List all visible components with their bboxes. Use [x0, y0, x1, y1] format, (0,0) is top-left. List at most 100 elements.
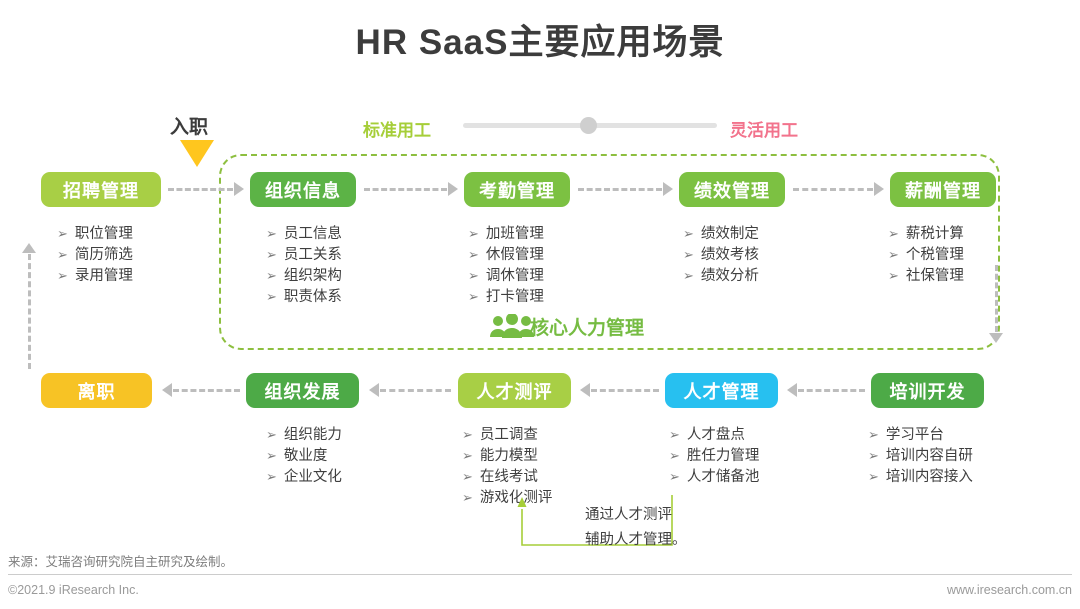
bullet-arrow-icon: ➢ — [468, 248, 479, 263]
list-item: ➢能力模型 — [462, 446, 552, 467]
connector-talent-to-assessment — [517, 495, 673, 546]
arrow-performance-to-payroll — [793, 182, 884, 196]
arrow-line — [798, 388, 865, 392]
bullet-arrow-icon: ➢ — [57, 248, 68, 263]
list-item: ➢ 个税管理 — [888, 245, 964, 266]
arrow-line — [578, 187, 662, 191]
bullet-arrow-icon: ➢ — [683, 248, 694, 263]
bullet-arrow-icon: ➢ — [683, 227, 694, 242]
module-org-development[interactable]: 组织发展 — [246, 373, 359, 408]
onboarding-label: 入职 — [170, 117, 209, 138]
module-title: 组织信息 — [265, 180, 341, 201]
module-org-info[interactable]: 组织信息 — [250, 172, 356, 207]
list-talent-items: ➢人才盘点➢胜任力管理➢人才储备池 — [669, 425, 759, 488]
module-title: 培训开发 — [889, 381, 966, 402]
list-item-label: 绩效考核 — [700, 247, 759, 263]
list-item-label: 人才储备池 — [686, 469, 760, 485]
list-assessment-items: ➢员工调查➢能力模型➢在线考试➢游戏化测评 — [462, 425, 552, 509]
module-title: 人才管理 — [683, 381, 760, 402]
list-item-label: 绩效制定 — [700, 226, 759, 242]
list-item-label: 调休管理 — [485, 268, 544, 284]
list-item-label: 绩效分析 — [700, 268, 759, 284]
list-training-items: ➢学习平台➢培训内容自研➢ 培训内容接入 — [868, 425, 973, 488]
arrow-training-to-talent — [787, 383, 865, 397]
module-attendance[interactable]: 考勤管理 — [464, 172, 570, 207]
arrow-resignation-to-recruit — [22, 243, 36, 369]
module-payroll[interactable]: 薪酬管理 — [890, 172, 996, 207]
page-title: HR SaaS主要应用场景 — [355, 23, 725, 62]
arrow-line — [27, 254, 31, 369]
list-item: ➢游戏化测评 — [462, 488, 552, 509]
list-item: ➢ 绩效制定 — [683, 224, 759, 245]
list-recruit-items: ➢职位管理➢简历筛选➢录用管理 — [57, 224, 133, 287]
list-item-label: 简历筛选 — [74, 247, 133, 263]
bullet-arrow-icon: ➢ — [266, 269, 277, 284]
employment-mode-slider-knob[interactable] — [580, 117, 597, 134]
list-item: ➢培训内容自研 — [868, 446, 973, 467]
list-item-label: 个税管理 — [905, 247, 964, 263]
list-item-label: 职责体系 — [283, 289, 342, 305]
arrow-head-left-icon — [580, 383, 590, 397]
module-talent-assessment[interactable]: 人才测评 — [458, 373, 571, 408]
arrow-orgdev-to-resignation — [162, 383, 240, 397]
list-item: ➢薪税计算 — [888, 224, 964, 245]
people-group-icon — [490, 314, 534, 338]
footer-divider — [8, 574, 1072, 575]
list-item-label: 培训内容接入 — [885, 469, 973, 485]
module-recruit-management[interactable]: 招聘管理 — [41, 172, 161, 207]
module-talent-management[interactable]: 人才管理 — [665, 373, 778, 408]
bullet-arrow-icon: ➢ — [868, 449, 879, 464]
bullet-arrow-icon: ➢ — [683, 269, 694, 284]
list-item-label: 职位管理 — [74, 226, 133, 242]
list-item-label: 胜任力管理 — [686, 448, 760, 464]
bullet-arrow-icon: ➢ — [888, 248, 899, 263]
arrow-assessment-to-orgdev — [369, 383, 451, 397]
core-hr-group-label: 核心人力管理 — [530, 318, 645, 339]
arrow-line — [591, 388, 659, 392]
bullet-arrow-icon: ➢ — [888, 269, 899, 284]
list-item: ➢人才盘点 — [669, 425, 759, 446]
list-performance-items: ➢ 绩效制定 ➢ 绩效考核 ➢ 绩效分析 — [683, 224, 759, 287]
website-link[interactable]: www.iresearch.com.cn — [946, 583, 1072, 597]
slider-right-label: 灵活用工 — [730, 121, 798, 140]
arrow-head-right-icon — [448, 182, 458, 196]
arrow-payroll-to-training — [989, 265, 1003, 343]
module-title: 人才测评 — [476, 381, 553, 402]
arrow-recruit-to-orginfo — [168, 182, 244, 196]
arrow-line — [364, 187, 447, 191]
talent-note-line1: 通过人才测评 — [585, 507, 672, 523]
down-triangle-icon — [180, 140, 214, 167]
module-resignation[interactable]: 离职 — [41, 373, 152, 408]
list-item: ➢企业文化 — [266, 467, 342, 488]
list-item: ➢学习平台 — [868, 425, 973, 446]
talent-note: 通过人才测评 辅助人才管理。 — [585, 503, 687, 553]
module-performance[interactable]: 绩效管理 — [679, 172, 785, 207]
module-title: 组织发展 — [264, 381, 341, 402]
arrow-head-left-icon — [787, 383, 797, 397]
bullet-arrow-icon: ➢ — [669, 449, 680, 464]
list-item: ➢ 绩效考核 — [683, 245, 759, 266]
list-item: ➢ 职责体系 — [266, 287, 342, 308]
bullet-arrow-icon: ➢ — [669, 428, 680, 443]
module-title: 离职 — [77, 381, 116, 402]
list-item: ➢在线考试 — [462, 467, 552, 488]
list-item: ➢员工关系 — [266, 245, 342, 266]
module-training-development[interactable]: 培训开发 — [871, 373, 984, 408]
source-note: 来源：艾瑞咨询研究院自主研究及绘制。 — [8, 555, 234, 569]
list-item: ➢人才储备池 — [669, 467, 759, 488]
arrow-head-right-icon — [234, 182, 244, 196]
module-title: 绩效管理 — [694, 180, 770, 201]
arrow-orginfo-to-attendance — [364, 182, 458, 196]
list-item-label: 学习平台 — [885, 427, 944, 443]
module-title: 招聘管理 — [63, 180, 139, 201]
list-item-label: 员工信息 — [283, 226, 342, 242]
core-hr-group-container — [219, 154, 1000, 350]
list-payroll-items: ➢薪税计算➢个税管理➢社保管理 — [888, 224, 964, 287]
list-item-label: 组织架构 — [283, 268, 342, 284]
list-item: ➢组织能力 — [266, 425, 342, 446]
list-item-label: 员工关系 — [283, 247, 342, 263]
bullet-arrow-icon: ➢ — [468, 290, 479, 305]
bullet-arrow-icon: ➢ — [266, 290, 277, 305]
list-item: ➢休假管理 — [468, 245, 544, 266]
